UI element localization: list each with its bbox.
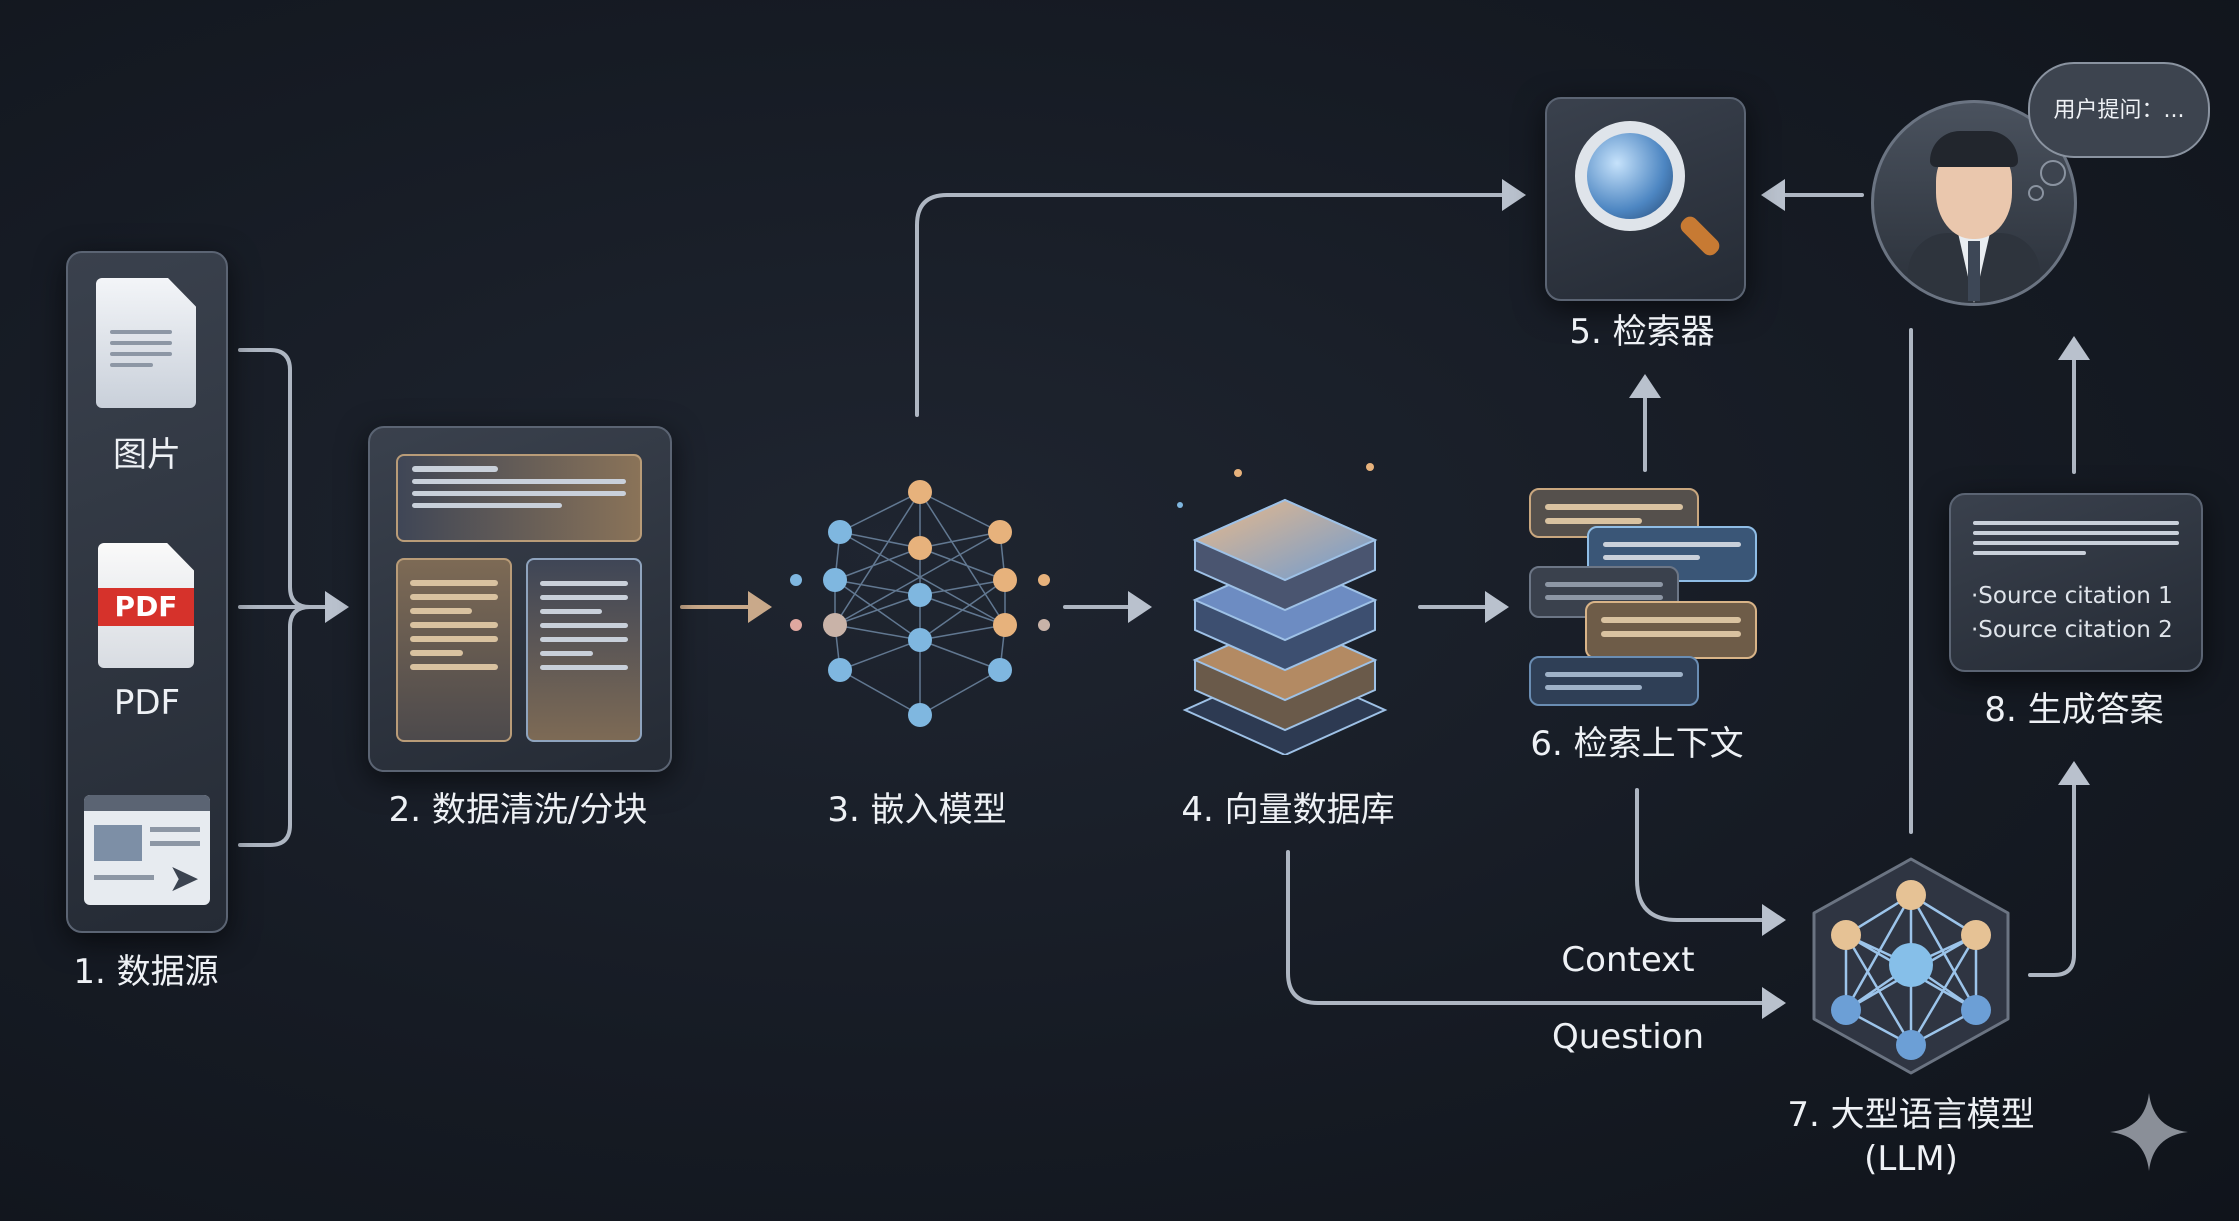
arrow-context-to-llm bbox=[1635, 788, 1786, 936]
step-6-label: 6. 检索上下文 bbox=[1530, 724, 1744, 764]
webpage-icon: ➤ bbox=[84, 795, 210, 905]
cleaning-chunking-card bbox=[368, 426, 672, 772]
context-edge-label: Context bbox=[1561, 940, 1695, 980]
sparkle-icon bbox=[2110, 1093, 2188, 1171]
llm-network-icon bbox=[1812, 857, 2010, 1075]
retriever-card bbox=[1545, 97, 1746, 301]
user-question-text: 用户提问：... bbox=[2053, 98, 2185, 123]
citation-2: ·Source citation 2 bbox=[1971, 617, 2173, 643]
magnifier-icon bbox=[1575, 121, 1685, 231]
step-7-label: 7. 大型语言模型 (LLM) bbox=[1787, 1093, 2034, 1181]
pdf-badge: PDF bbox=[98, 588, 194, 626]
document-icon bbox=[96, 278, 196, 408]
llm-title: 7. 大型语言模型 bbox=[1787, 1095, 2035, 1135]
llm-subtitle: (LLM) bbox=[1864, 1139, 1958, 1180]
arrow-sources-bracket-bottom bbox=[238, 605, 312, 847]
step-5-label: 5. 检索器 bbox=[1569, 312, 1715, 352]
step-2-label: 2. 数据清洗/分块 bbox=[388, 790, 648, 830]
arrow-sources-bracket-top bbox=[238, 348, 312, 609]
arrow-embedding-to-retriever bbox=[915, 179, 1526, 417]
answer-card: ·Source citation 1 ·Source citation 2 bbox=[1949, 493, 2203, 672]
context-chunks-icon bbox=[1525, 486, 1765, 711]
arrow-vectordb-to-llm-question bbox=[1286, 850, 1786, 1019]
data-sources-panel: 图片 PDF PDF ➤ bbox=[66, 251, 228, 933]
source-label-image: 图片 bbox=[113, 435, 181, 475]
pdf-icon: PDF bbox=[98, 543, 194, 668]
neural-network-icon bbox=[790, 480, 1050, 727]
citation-1: ·Source citation 1 bbox=[1971, 583, 2173, 609]
arrow-llm-to-answer bbox=[2028, 761, 2090, 977]
step-1-label: 1. 数据源 bbox=[73, 952, 219, 992]
step-3-label: 3. 嵌入模型 bbox=[827, 790, 1007, 830]
source-label-pdf: PDF bbox=[113, 683, 181, 723]
step-8-label: 8. 生成答案 bbox=[1984, 690, 2164, 730]
vector-database-icon bbox=[1177, 463, 1388, 755]
question-edge-label: Question bbox=[1551, 1017, 1705, 1057]
thought-cloud: 用户提问：... bbox=[2028, 62, 2210, 158]
step-4-label: 4. 向量数据库 bbox=[1181, 790, 1395, 830]
cursor-icon: ➤ bbox=[168, 856, 200, 900]
